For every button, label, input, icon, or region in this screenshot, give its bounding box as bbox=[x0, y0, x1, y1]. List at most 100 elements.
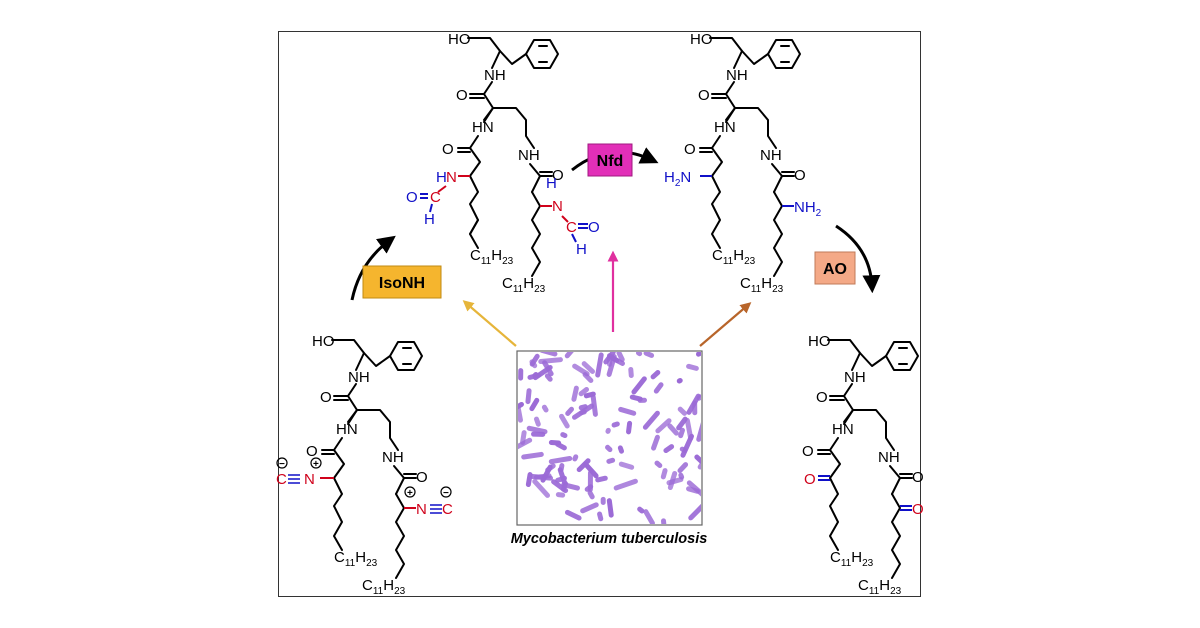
c11h23-label: C11H23 bbox=[470, 247, 514, 267]
arrow-to-amine bbox=[699, 302, 752, 347]
ketone-product: HO NH O HN O O C11H23 NH O O C11H23 bbox=[802, 333, 924, 597]
bacterium-rod bbox=[660, 468, 668, 480]
h-label: H bbox=[424, 211, 435, 228]
nh-label: NH bbox=[760, 147, 782, 164]
c-label: C bbox=[276, 471, 287, 488]
bacterium-rod bbox=[677, 462, 689, 474]
bacterium-rod bbox=[600, 496, 606, 505]
plus-label: + bbox=[407, 488, 413, 499]
c11h23-label: C11H23 bbox=[740, 275, 784, 295]
h-label: H bbox=[436, 169, 447, 186]
bacterium-rod bbox=[529, 397, 540, 412]
bacterium-rod bbox=[533, 416, 541, 427]
bacterium-rod bbox=[576, 458, 591, 473]
bacterium-rod bbox=[605, 444, 613, 453]
bacterium-rod bbox=[653, 382, 664, 394]
bacterium-rod bbox=[635, 352, 643, 357]
bacterium-rod bbox=[678, 427, 685, 439]
o-label: O bbox=[804, 471, 816, 488]
bacterium-rod bbox=[688, 502, 701, 521]
bacterium-rod bbox=[629, 394, 643, 402]
c-label: C bbox=[566, 219, 577, 236]
hn-label: HN bbox=[714, 119, 736, 136]
bacterium-rod bbox=[631, 376, 647, 395]
o-label: O bbox=[912, 469, 924, 486]
bacterium-rod bbox=[651, 434, 660, 451]
bacterium-rod bbox=[518, 401, 524, 411]
bacterium-rod bbox=[565, 406, 574, 416]
n-label: N bbox=[416, 501, 427, 518]
bacterium-rod bbox=[686, 363, 699, 371]
nh-label: NH bbox=[348, 369, 370, 386]
c11h23-label: C11H23 bbox=[712, 247, 756, 267]
o-label: O bbox=[912, 501, 924, 518]
bacterium-rod bbox=[611, 421, 620, 428]
o-label: O bbox=[552, 167, 564, 184]
bacterium-rod bbox=[597, 511, 604, 522]
hn-label: HN bbox=[472, 119, 494, 136]
hn-label: HN bbox=[832, 421, 854, 438]
bacterium-rod bbox=[655, 418, 672, 434]
n-label: N bbox=[552, 198, 563, 215]
c-label: C bbox=[442, 501, 453, 518]
bacterium-rod bbox=[572, 363, 590, 377]
bacterium-rod bbox=[518, 405, 523, 423]
bacterium-rod bbox=[518, 368, 524, 381]
bacterium-rod bbox=[667, 423, 679, 436]
bacterium-rod bbox=[605, 427, 611, 434]
isonitrile-substrate: HO NH O HN O N + C − C11H23 NH O N + C −… bbox=[276, 333, 453, 597]
bacterium-rod bbox=[643, 352, 655, 358]
bacterium-rod bbox=[578, 386, 590, 397]
ao-arrow bbox=[835, 224, 881, 294]
bacterium-rod bbox=[548, 455, 573, 465]
bacterium-rod bbox=[572, 454, 579, 462]
bacterium-rod bbox=[697, 461, 701, 470]
bacterium-rod bbox=[590, 394, 598, 417]
ho-label: HO bbox=[448, 31, 471, 48]
bacterium-rod bbox=[606, 498, 614, 518]
o-label: O bbox=[684, 141, 696, 158]
bacterium-rod bbox=[694, 454, 701, 464]
h-label: H bbox=[546, 175, 557, 192]
bacterium-rod bbox=[529, 359, 538, 369]
o-label: O bbox=[416, 469, 428, 486]
bacterium-rod bbox=[643, 509, 655, 524]
bacterium-rod bbox=[571, 385, 579, 402]
nh-label: NH bbox=[484, 67, 506, 84]
bacterium-rod bbox=[595, 352, 604, 378]
o-label: O bbox=[588, 219, 600, 236]
bacterium-rod bbox=[539, 352, 558, 357]
hn-label: HN bbox=[336, 421, 358, 438]
bacterium-rod bbox=[617, 445, 625, 454]
bacterium-rod bbox=[663, 444, 675, 454]
o-label: O bbox=[442, 141, 454, 158]
ho-label: HO bbox=[690, 31, 713, 48]
bacterium-rod bbox=[521, 451, 544, 460]
o-label: O bbox=[794, 167, 806, 184]
o-label: O bbox=[698, 87, 710, 104]
minus-label: − bbox=[279, 459, 285, 470]
bacterium-rod bbox=[580, 502, 599, 514]
n-formyl-product: HO NH O HN O H N C O H C11H23 NH O H N C… bbox=[406, 31, 600, 295]
bacterium-rod bbox=[618, 406, 637, 416]
c11h23-label: C11H23 bbox=[334, 549, 378, 569]
bacterium-rod bbox=[686, 480, 701, 499]
h-label: H bbox=[576, 241, 587, 258]
bacterium-rod bbox=[637, 506, 645, 514]
nh-label: NH bbox=[844, 369, 866, 386]
bacterium-rod bbox=[583, 461, 599, 479]
bacterium-rod bbox=[650, 370, 661, 380]
o-label: O bbox=[406, 189, 418, 206]
bacterium-rod bbox=[532, 364, 553, 381]
bacterium-rod bbox=[555, 492, 566, 498]
bacterium-rod bbox=[544, 373, 553, 382]
c-label: C bbox=[430, 189, 441, 206]
nfd-box bbox=[587, 143, 633, 177]
bacterium-rod bbox=[525, 388, 532, 405]
ho-label: HO bbox=[312, 333, 335, 350]
bacterium-rod bbox=[606, 457, 616, 464]
bacterium-rod bbox=[587, 490, 595, 500]
bacterium-rod bbox=[541, 404, 549, 413]
bacterium-rod bbox=[564, 509, 582, 521]
